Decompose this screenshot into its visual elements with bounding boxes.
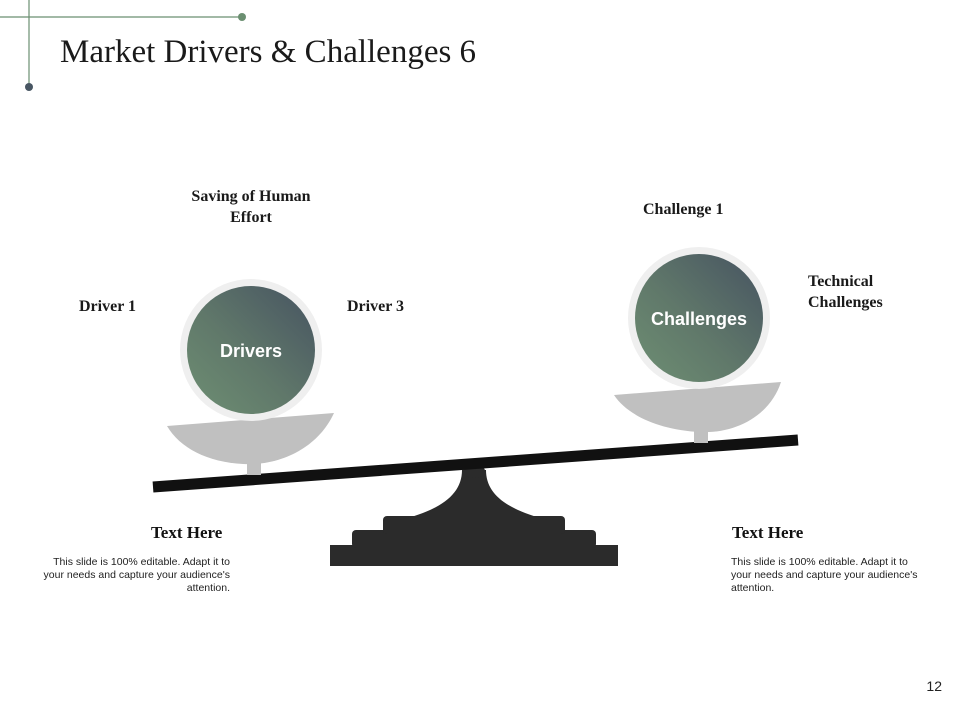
driver-3-label: Driver 3 [347, 298, 405, 315]
slide-title: Market Drivers & Challenges 6 [60, 34, 477, 70]
left-text-body: This slide is 100% editable. Adapt it to… [43, 556, 230, 594]
page-number: 12 [926, 678, 942, 694]
right-text-body: This slide is 100% editable. Adapt it to… [731, 556, 918, 594]
left-text-heading: Text Here [151, 523, 223, 542]
right-text-heading: Text Here [732, 523, 804, 542]
technical-challenges-label: Technical Challenges [808, 273, 883, 311]
challenges-circle-label: Challenges [651, 309, 747, 329]
scale-beam [152, 434, 799, 493]
left-pan [167, 413, 334, 475]
driver-1-label: Driver 1 [79, 298, 137, 315]
drivers-circle-label: Drivers [220, 341, 282, 361]
challenge-1-label: Challenge 1 [643, 201, 724, 218]
driver-top-label: Saving of Human Effort [191, 188, 311, 226]
challenges-circle: Challenges [628, 247, 770, 389]
drivers-circle: Drivers [180, 279, 322, 421]
scale-fulcrum [330, 464, 618, 566]
corner-decoration [0, 0, 246, 91]
right-pan [614, 382, 781, 443]
